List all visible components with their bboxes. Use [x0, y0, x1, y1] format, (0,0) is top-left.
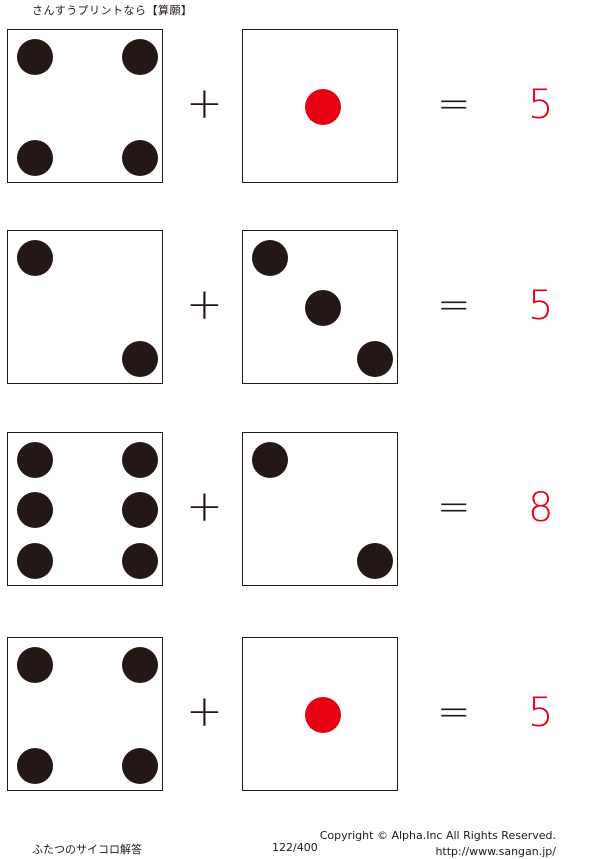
die-pip — [252, 240, 288, 276]
die-pip — [17, 748, 53, 784]
plus-sign: + — [186, 279, 223, 330]
right-die — [242, 29, 398, 183]
die-pip — [122, 492, 158, 528]
die-pip — [122, 39, 158, 75]
problem-row: + = 5 — [0, 29, 600, 186]
left-die — [7, 29, 163, 183]
die-pip — [122, 341, 158, 377]
equals-sign: = — [437, 689, 471, 735]
equals-sign: = — [437, 282, 471, 328]
die-pip — [122, 647, 158, 683]
die-pip — [17, 240, 53, 276]
die-pip — [305, 697, 341, 733]
problem-row: + = 5 — [0, 637, 600, 794]
answer-value: 8 — [528, 485, 554, 531]
plus-sign: + — [186, 78, 223, 129]
equals-sign: = — [437, 81, 471, 127]
die-pip — [17, 543, 53, 579]
die-pip — [17, 647, 53, 683]
die-pip — [122, 442, 158, 478]
plus-sign: + — [186, 686, 223, 737]
answer-value: 5 — [528, 283, 554, 329]
problem-row: + = 5 — [0, 230, 600, 387]
die-pip — [252, 442, 288, 478]
page-number: 122/400 — [272, 841, 318, 854]
die-pip — [17, 140, 53, 176]
die-pip — [17, 492, 53, 528]
die-pip — [357, 341, 393, 377]
equals-sign: = — [437, 484, 471, 530]
die-pip — [122, 748, 158, 784]
problem-row: + = 8 — [0, 432, 600, 589]
die-pip — [122, 543, 158, 579]
left-die — [7, 432, 163, 586]
right-die — [242, 432, 398, 586]
answer-value: 5 — [528, 82, 554, 128]
plus-sign: + — [186, 481, 223, 532]
footer-title: ふたつのサイコロ解答 — [32, 843, 142, 856]
die-pip — [17, 39, 53, 75]
left-die — [7, 230, 163, 384]
website-url: http://www.sangan.jp/ — [435, 845, 556, 858]
page-header: さんすうプリントなら【算願】 — [32, 4, 193, 17]
die-pip — [357, 543, 393, 579]
answer-value: 5 — [528, 690, 554, 736]
die-pip — [17, 442, 53, 478]
copyright-text: Copyright © Alpha.Inc All Rights Reserve… — [319, 829, 556, 842]
die-pip — [305, 290, 341, 326]
die-pip — [305, 89, 341, 125]
right-die — [242, 637, 398, 791]
left-die — [7, 637, 163, 791]
die-pip — [122, 140, 158, 176]
right-die — [242, 230, 398, 384]
